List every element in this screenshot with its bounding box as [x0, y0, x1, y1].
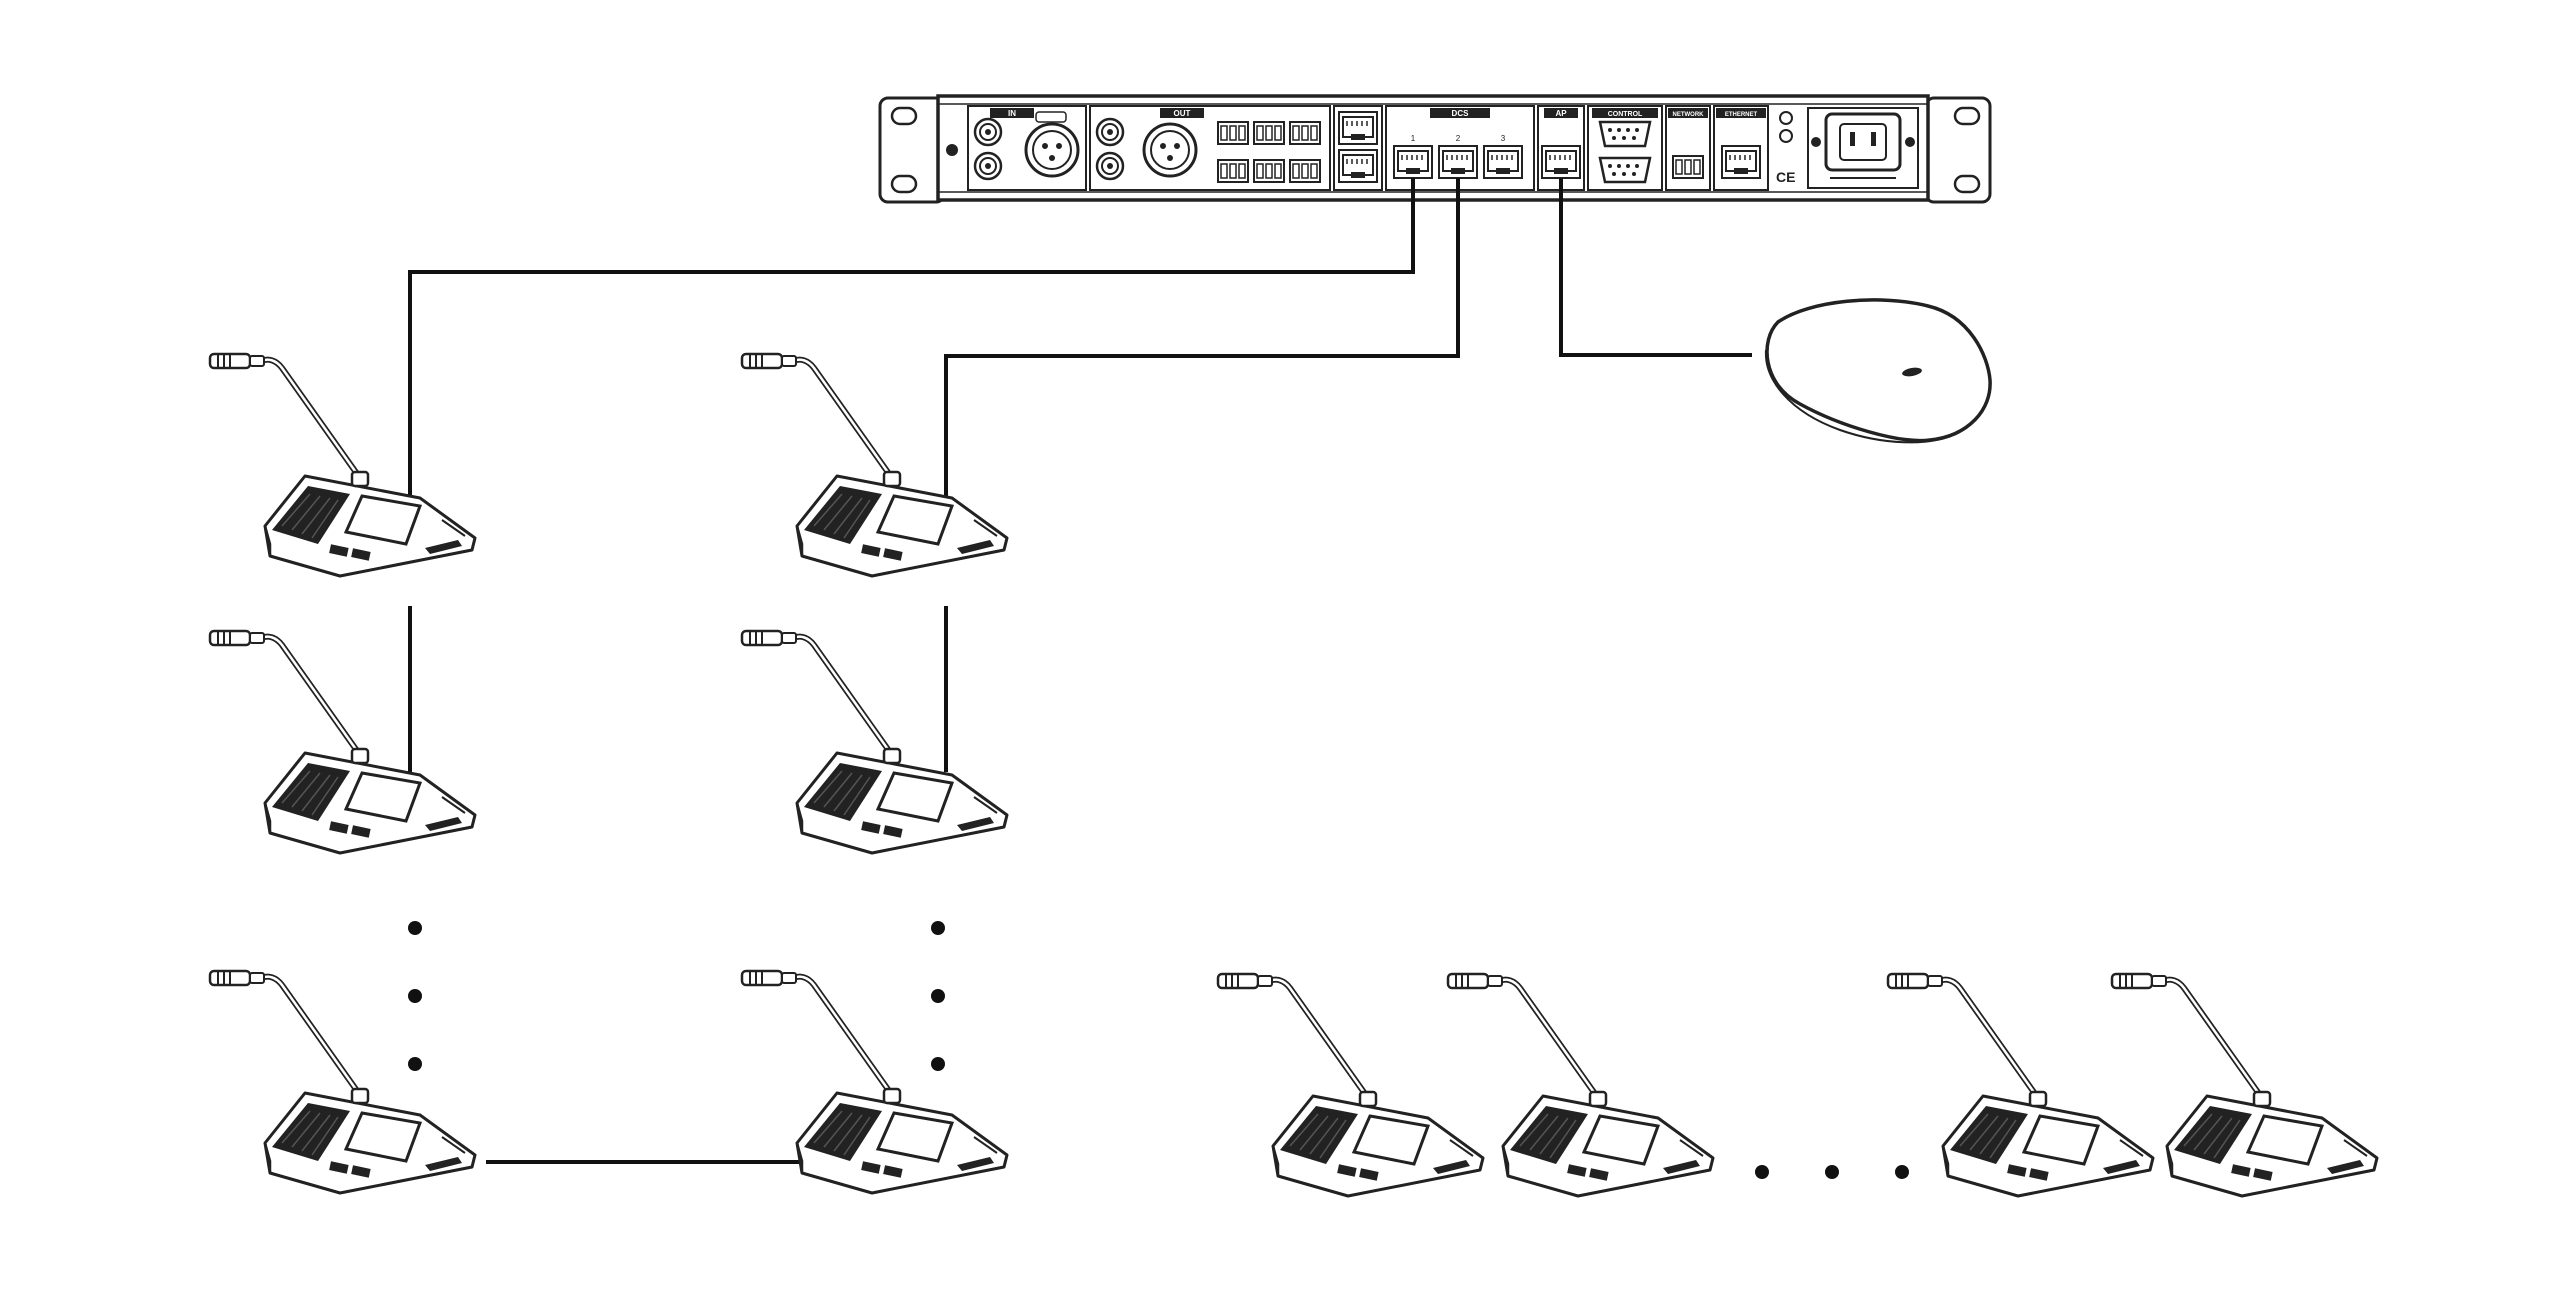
- section-dcs: DCS 1 2 3: [1385, 105, 1535, 191]
- xlr-connector-icon: [1024, 122, 1080, 178]
- terminal-block-icon: [1253, 121, 1285, 145]
- ap-port-icon: [1541, 145, 1581, 179]
- rca-jack-icon: [1095, 151, 1125, 181]
- section-out: OUT: [1089, 105, 1331, 191]
- terminal-block-icon: [1672, 155, 1704, 179]
- dcs-port-number: 2: [1456, 134, 1461, 143]
- dcs-port-number: 1: [1411, 134, 1416, 143]
- ellipsis-dots-icon: [931, 921, 945, 1071]
- xlr-connector-icon: [1142, 122, 1198, 178]
- cable-dcs-port-2-to-chain-2: [944, 178, 1460, 496]
- wired-chain-2: [742, 354, 1007, 1193]
- terminal-block-icon: [1253, 159, 1285, 183]
- wireless-access-point-icon: [1764, 298, 1992, 444]
- terminal-block-icon: [1289, 121, 1321, 145]
- ellipsis-dots-icon: [408, 921, 422, 1071]
- cable-ap-port-to-access-point: [1559, 178, 1752, 357]
- conference-microphone-icon: [1888, 974, 2153, 1196]
- section-label-control: CONTROL: [1608, 111, 1643, 118]
- rca-jack-icon: [973, 117, 1003, 147]
- ce-mark: CE: [1776, 169, 1795, 185]
- dcs-port-2-icon: [1438, 145, 1478, 179]
- conference-microphone-icon: [1218, 974, 1483, 1196]
- dcs-port-1-icon: [1393, 145, 1433, 179]
- ellipsis-dots-icon: [1755, 1165, 1909, 1179]
- conference-microphone-icon: [742, 971, 1007, 1193]
- cabling: [408, 178, 1752, 1164]
- section-label-out: OUT: [1174, 109, 1191, 118]
- rca-jack-icon: [1095, 117, 1125, 147]
- conference-microphone-icon: [1448, 974, 1713, 1196]
- section-network: NETWORK: [1665, 105, 1711, 191]
- screw-icon: [946, 144, 958, 156]
- ground-icon: [1779, 111, 1793, 125]
- rj45-port-icon: [1338, 149, 1378, 183]
- section-ap: AP: [1537, 105, 1585, 191]
- section-label-dcs: DCS: [1452, 109, 1470, 118]
- conference-microphone-icon: [742, 354, 1007, 576]
- conference-microphone-icon: [210, 354, 475, 576]
- ground-icon: [1779, 129, 1793, 143]
- dcs-port-number: 3: [1501, 134, 1506, 143]
- section-in: IN: [967, 105, 1087, 191]
- section-label-ap: AP: [1555, 109, 1567, 118]
- wireless-units-row: [1218, 974, 2377, 1196]
- terminal-block-icon: [1217, 121, 1249, 145]
- serial-port-icon: [1598, 120, 1652, 148]
- conference-microphone-icon: [210, 971, 475, 1193]
- terminal-block-icon: [1217, 159, 1249, 183]
- section-extension-ports: [1333, 105, 1383, 191]
- conference-microphone-icon: [742, 631, 1007, 853]
- dcs-port-3-icon: [1483, 145, 1523, 179]
- section-power: CE: [1776, 107, 1919, 189]
- section-label-in: IN: [1008, 109, 1016, 118]
- cable-dcs-port-1-to-chain-1: [408, 178, 1415, 496]
- terminal-block-icon: [1289, 159, 1321, 183]
- ethernet-port-icon: [1721, 145, 1761, 179]
- rca-jack-icon: [973, 151, 1003, 181]
- section-label-network: NETWORK: [1673, 112, 1705, 118]
- conference-microphone-icon: [210, 631, 475, 853]
- rj45-port-icon: [1338, 111, 1378, 145]
- serial-port-icon: [1598, 156, 1652, 184]
- section-control: CONTROL: [1587, 105, 1663, 191]
- conference-controller-rack-unit: IN OUT: [878, 94, 1992, 204]
- section-ethernet: ETHERNET: [1713, 105, 1769, 191]
- section-label-ethernet: ETHERNET: [1725, 112, 1758, 118]
- wired-chain-1: [210, 354, 475, 1193]
